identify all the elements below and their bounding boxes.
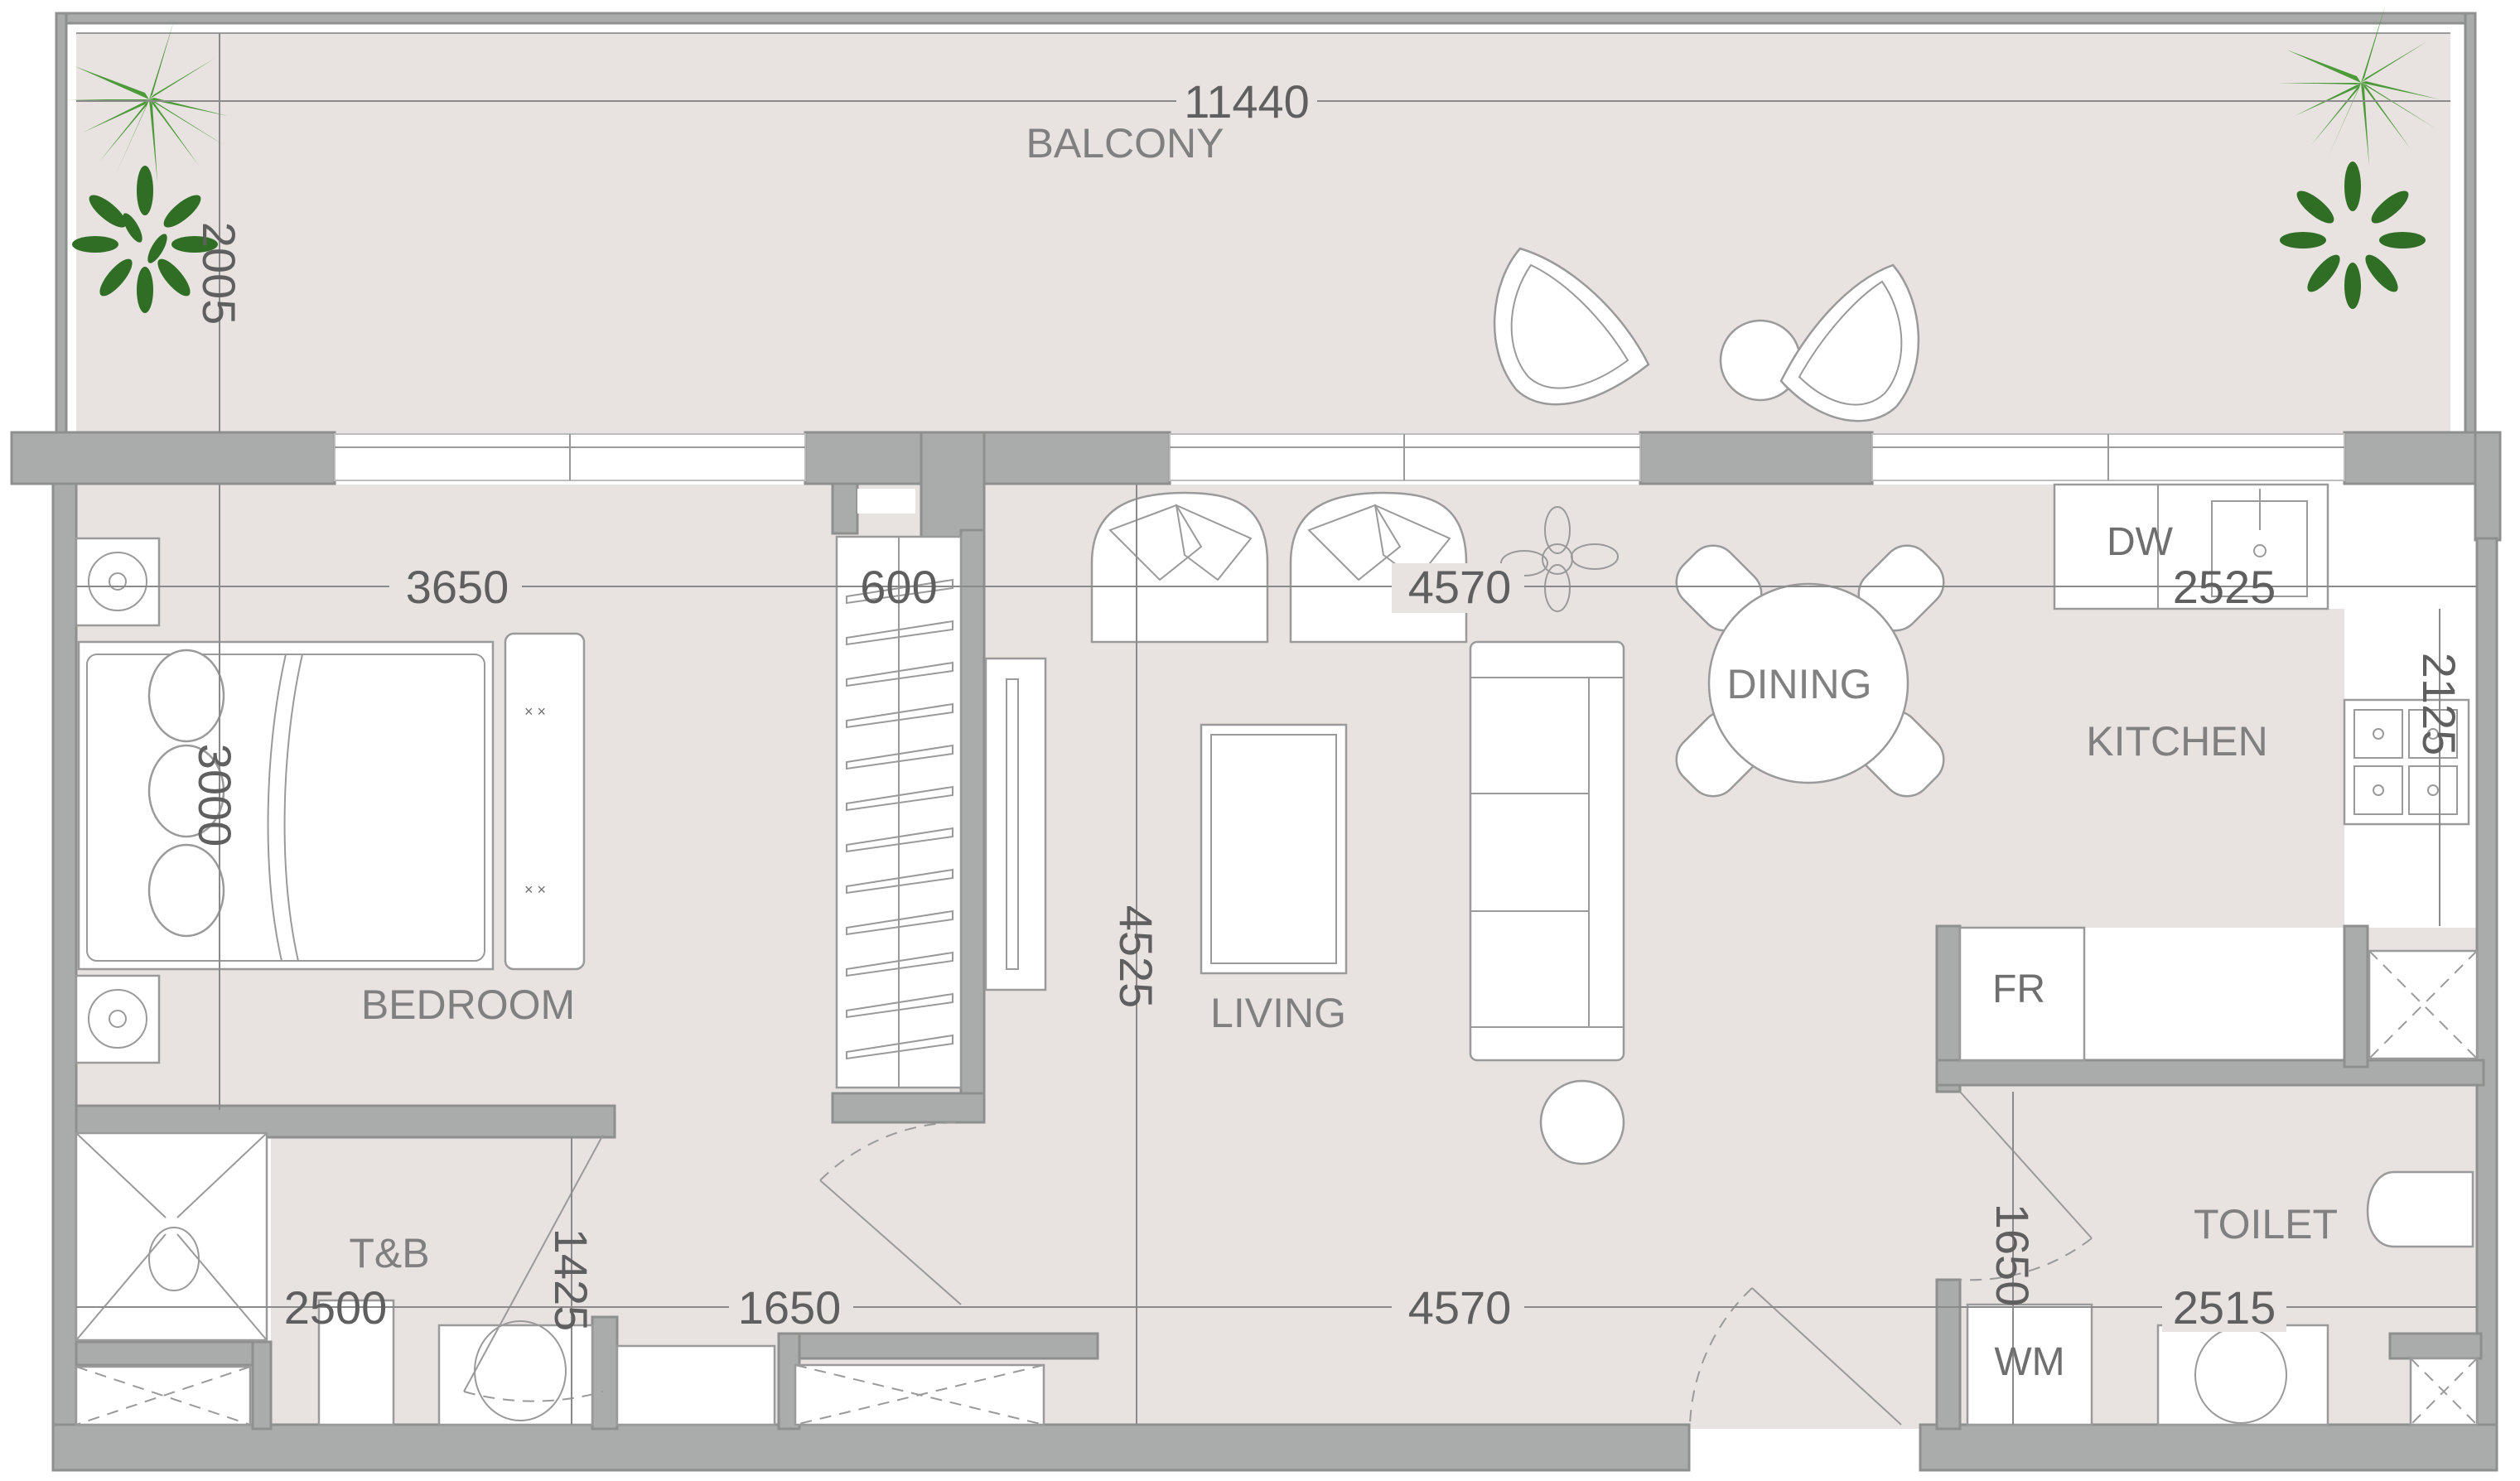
plant-palm-right-icon — [2278, 4, 2440, 166]
dim-corridor-width: 1650 — [738, 1281, 842, 1334]
dining-table-icon — [1675, 544, 1945, 798]
dim-bedroom-depth: 3000 — [189, 744, 241, 847]
plant-shrub-left-icon — [72, 166, 218, 313]
door-tb-icon — [463, 1134, 604, 1402]
wc-toilet-icon — [2366, 1170, 2474, 1248]
shaft-tb-icon — [75, 1365, 252, 1426]
room-label-bedroom: BEDROOM — [361, 982, 575, 1028]
fixture-label-wm: WM — [1994, 1340, 2064, 1384]
dim-tb-width: 2500 — [284, 1281, 388, 1334]
dim-bedroom-width: 3650 — [406, 561, 509, 613]
room-label-balcony: BALCONY — [1026, 120, 1224, 166]
washing-machine-icon — [1966, 1303, 2093, 1426]
basin-toilet-icon — [2156, 1324, 2329, 1426]
nightstand-bottom-icon — [75, 974, 161, 1064]
coffee-table-icon — [1200, 723, 1348, 975]
dim-balcony-width: 11440 — [1184, 75, 1310, 128]
sofa-icon — [1469, 640, 1625, 1062]
cooktop-icon — [2343, 698, 2470, 826]
nightstand-top-icon — [75, 537, 161, 627]
door-entry-icon — [1689, 1287, 1902, 1426]
room-label-dining: DINING — [1727, 661, 1872, 707]
room-label-tb: T&B — [349, 1230, 429, 1276]
shaft-kitchen-icon — [2368, 949, 2479, 1060]
shower-icon — [75, 1131, 268, 1342]
dim-balcony-depth: 2005 — [193, 222, 245, 326]
dim-living-depth: 4525 — [1110, 905, 1162, 1009]
door-toilet-icon — [1959, 1091, 2093, 1281]
plant-shrub-right-icon — [2280, 162, 2426, 309]
shaft-toilet-icon — [2409, 1357, 2479, 1426]
cabinet-corridor-icon — [616, 1344, 776, 1426]
dim-kitchen-depth: 2125 — [2413, 653, 2465, 756]
dim-tb-depth: 1425 — [545, 1228, 597, 1332]
walls — [10, 431, 2502, 1472]
door-bedroom-icon — [819, 1121, 962, 1305]
dim-living-width-top: 4570 — [1408, 561, 1512, 613]
svg-text:× ×: × × — [524, 881, 546, 898]
wc-tb-icon — [317, 1299, 395, 1426]
balcony-chair-left-icon — [1493, 247, 1650, 406]
svg-text:× ×: × × — [524, 703, 546, 720]
fixture-label-dw: DW — [2107, 520, 2174, 564]
kitchen-counter-top — [2053, 483, 2329, 610]
dimension-labels: 11440 2005 3650 3000 600 4570 4525 2525 … — [189, 75, 2465, 1334]
dim-toilet-width: 2515 — [2173, 1281, 2276, 1334]
shaft-corridor-icon — [794, 1363, 1045, 1426]
tv-unit-icon — [984, 657, 1047, 991]
window-kitchen — [1871, 433, 2345, 481]
bed-icon — [77, 640, 495, 971]
basin-tb-icon — [437, 1320, 594, 1426]
room-label-toilet: TOILET — [2194, 1201, 2338, 1247]
dim-living-width-bottom: 4570 — [1408, 1281, 1512, 1334]
side-table-icon — [1539, 1079, 1625, 1165]
fridge-icon — [1958, 926, 2086, 1062]
dim-toilet-depth: 1650 — [1987, 1204, 2039, 1307]
armchair-left-icon — [1090, 491, 1269, 644]
window-living — [1169, 433, 1641, 481]
fixture-label-fr: FR — [1992, 967, 2045, 1011]
bench-icon: × × × × — [504, 632, 586, 971]
dim-wardrobe-width: 600 — [860, 561, 937, 613]
room-label-kitchen: KITCHEN — [2086, 718, 2267, 765]
window-bedroom — [334, 433, 806, 481]
dim-kitchen-width: 2525 — [2173, 561, 2276, 613]
room-label-living: LIVING — [1210, 990, 1346, 1036]
wardrobe-icon — [835, 535, 963, 1089]
plant-palm-left-icon — [66, 21, 228, 182]
balcony-chair-right-icon — [1779, 263, 1920, 422]
